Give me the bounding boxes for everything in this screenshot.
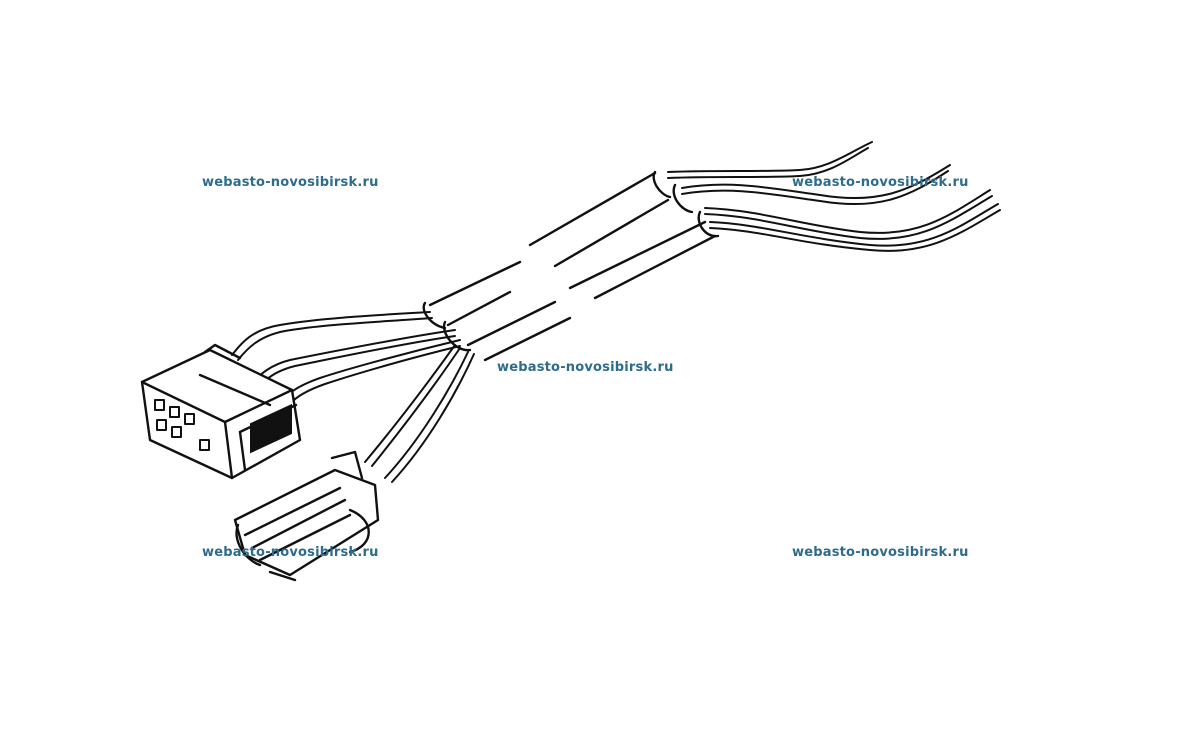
wires-to-2pin-connector — [364, 344, 475, 483]
watermark-top-right: webasto-novosibirsk.ru — [792, 175, 969, 190]
watermark-center: webasto-novosibirsk.ru — [497, 360, 674, 375]
watermark-top-left: webasto-novosibirsk.ru — [202, 175, 379, 190]
cable-sleeve — [422, 170, 720, 362]
watermark-bottom-left: webasto-novosibirsk.ru — [202, 545, 379, 560]
watermark-bottom-right: webasto-novosibirsk.ru — [792, 545, 969, 560]
two-pin-connector — [233, 450, 380, 582]
six-pin-connector — [140, 343, 302, 480]
wire-ends-right — [667, 141, 1001, 252]
